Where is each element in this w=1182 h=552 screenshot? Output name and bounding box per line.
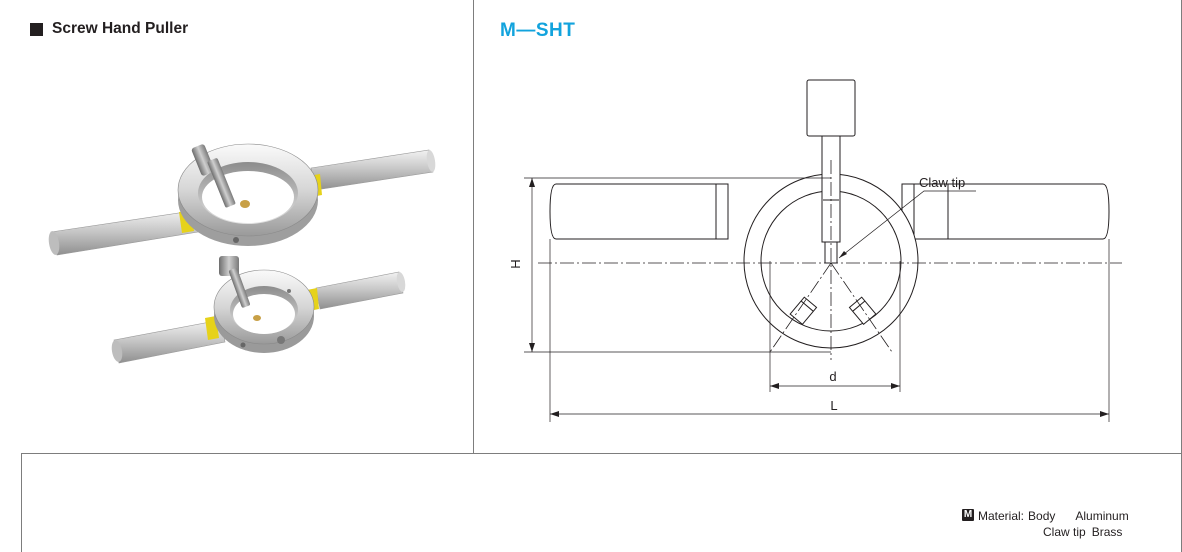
right-handle <box>901 183 1110 240</box>
screw-head <box>806 79 856 137</box>
material-row-claw-tip: Claw tip Brass <box>962 524 1129 540</box>
left-margin-frame <box>0 0 22 552</box>
material-label: Material: <box>978 509 1025 523</box>
material-part: Body <box>1028 509 1056 523</box>
material-part: Claw tip <box>1043 525 1086 539</box>
technical-drawing: Claw tip H d L <box>508 79 1122 422</box>
dimension-d-label: d <box>829 369 836 384</box>
model-code: M—SHT <box>500 20 576 41</box>
small-puller <box>111 256 406 364</box>
dimension-h-label: H <box>508 259 523 268</box>
material-value: Aluminum <box>1075 509 1129 523</box>
product-photo <box>48 143 436 364</box>
left-handle <box>549 183 729 240</box>
claw-tip-label: Claw tip <box>919 175 965 190</box>
dimension-l-label: L <box>830 398 837 413</box>
bottom-divider <box>21 453 1181 454</box>
material-value: Brass <box>1091 525 1123 539</box>
heading-square-icon <box>30 22 43 36</box>
section-heading: Screw Hand Puller <box>30 20 188 38</box>
large-puller <box>48 143 436 256</box>
material-note: M Material: Body Aluminum Claw tip Brass <box>962 508 1129 540</box>
heading-title: Screw Hand Puller <box>52 20 189 37</box>
material-row-body: M Material: Body Aluminum <box>962 508 1129 524</box>
material-badge-icon: M <box>962 509 974 521</box>
